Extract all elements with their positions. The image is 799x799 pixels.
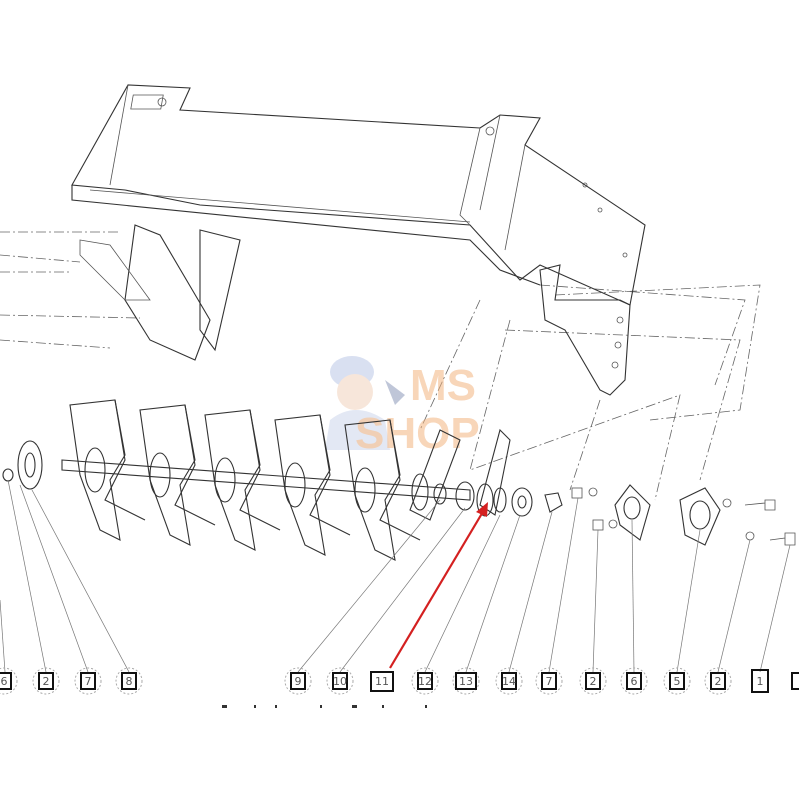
assembly-lines-right xyxy=(419,284,761,501)
callout-labels: 6 2 7 8 9 10 11 12 13 14 7 2 6 5 2 1 xyxy=(0,667,799,695)
callout-6b[interactable]: 6 xyxy=(620,667,648,695)
callout-partial[interactable] xyxy=(791,672,799,690)
nut-left xyxy=(2,468,14,482)
small-parts xyxy=(2,440,796,546)
callout-11[interactable]: 11 xyxy=(370,671,394,692)
callout-14[interactable]: 14 xyxy=(495,667,523,695)
svg-text:10: 10 xyxy=(333,675,347,688)
svg-text:7: 7 xyxy=(85,675,92,688)
logo-text-shop: SHOP xyxy=(355,409,480,458)
svg-text:2: 2 xyxy=(715,675,722,688)
callout-10[interactable]: 10 xyxy=(326,667,354,695)
flange-bearing-6 xyxy=(614,484,651,541)
callout-13[interactable]: 13 xyxy=(452,667,480,695)
washer-left xyxy=(17,440,43,490)
callout-9[interactable]: 9 xyxy=(284,667,312,695)
svg-text:14: 14 xyxy=(502,675,516,688)
bearing xyxy=(511,487,533,517)
svg-text:12: 12 xyxy=(418,675,432,688)
callout-2[interactable]: 2 xyxy=(32,667,60,695)
nut xyxy=(544,492,563,513)
assembly-lines-left xyxy=(0,231,141,349)
svg-text:13: 13 xyxy=(459,675,473,688)
callout-8[interactable]: 8 xyxy=(115,667,143,695)
svg-text:1: 1 xyxy=(757,675,764,688)
logo-text-ms: MS xyxy=(410,361,476,410)
faint-caption-marks xyxy=(222,705,427,708)
callout-2c[interactable]: 2 xyxy=(704,667,732,695)
callout-6[interactable]: 6 xyxy=(0,667,18,695)
callout-5[interactable]: 5 xyxy=(663,667,691,695)
svg-text:11: 11 xyxy=(375,675,389,688)
svg-text:2: 2 xyxy=(590,675,597,688)
svg-text:5: 5 xyxy=(674,675,681,688)
svg-text:7: 7 xyxy=(546,675,553,688)
svg-text:6: 6 xyxy=(631,675,638,688)
callout-1[interactable]: 1 xyxy=(751,669,769,693)
svg-text:2: 2 xyxy=(43,675,50,688)
callout-2b[interactable]: 2 xyxy=(579,667,607,695)
callout-7b[interactable]: 7 xyxy=(535,667,563,695)
svg-text:6: 6 xyxy=(1,675,8,688)
frame-housing xyxy=(71,84,646,396)
callout-7[interactable]: 7 xyxy=(74,667,102,695)
callout-12[interactable]: 12 xyxy=(411,667,439,695)
ms-shop-logo: MS SHOP xyxy=(325,356,480,458)
svg-text:8: 8 xyxy=(126,675,133,688)
svg-text:9: 9 xyxy=(295,675,302,688)
highlight-arrow xyxy=(389,502,488,669)
flange-bearing-5 xyxy=(679,487,721,546)
rotor-shaft xyxy=(61,399,511,561)
leader-lines xyxy=(0,479,791,673)
